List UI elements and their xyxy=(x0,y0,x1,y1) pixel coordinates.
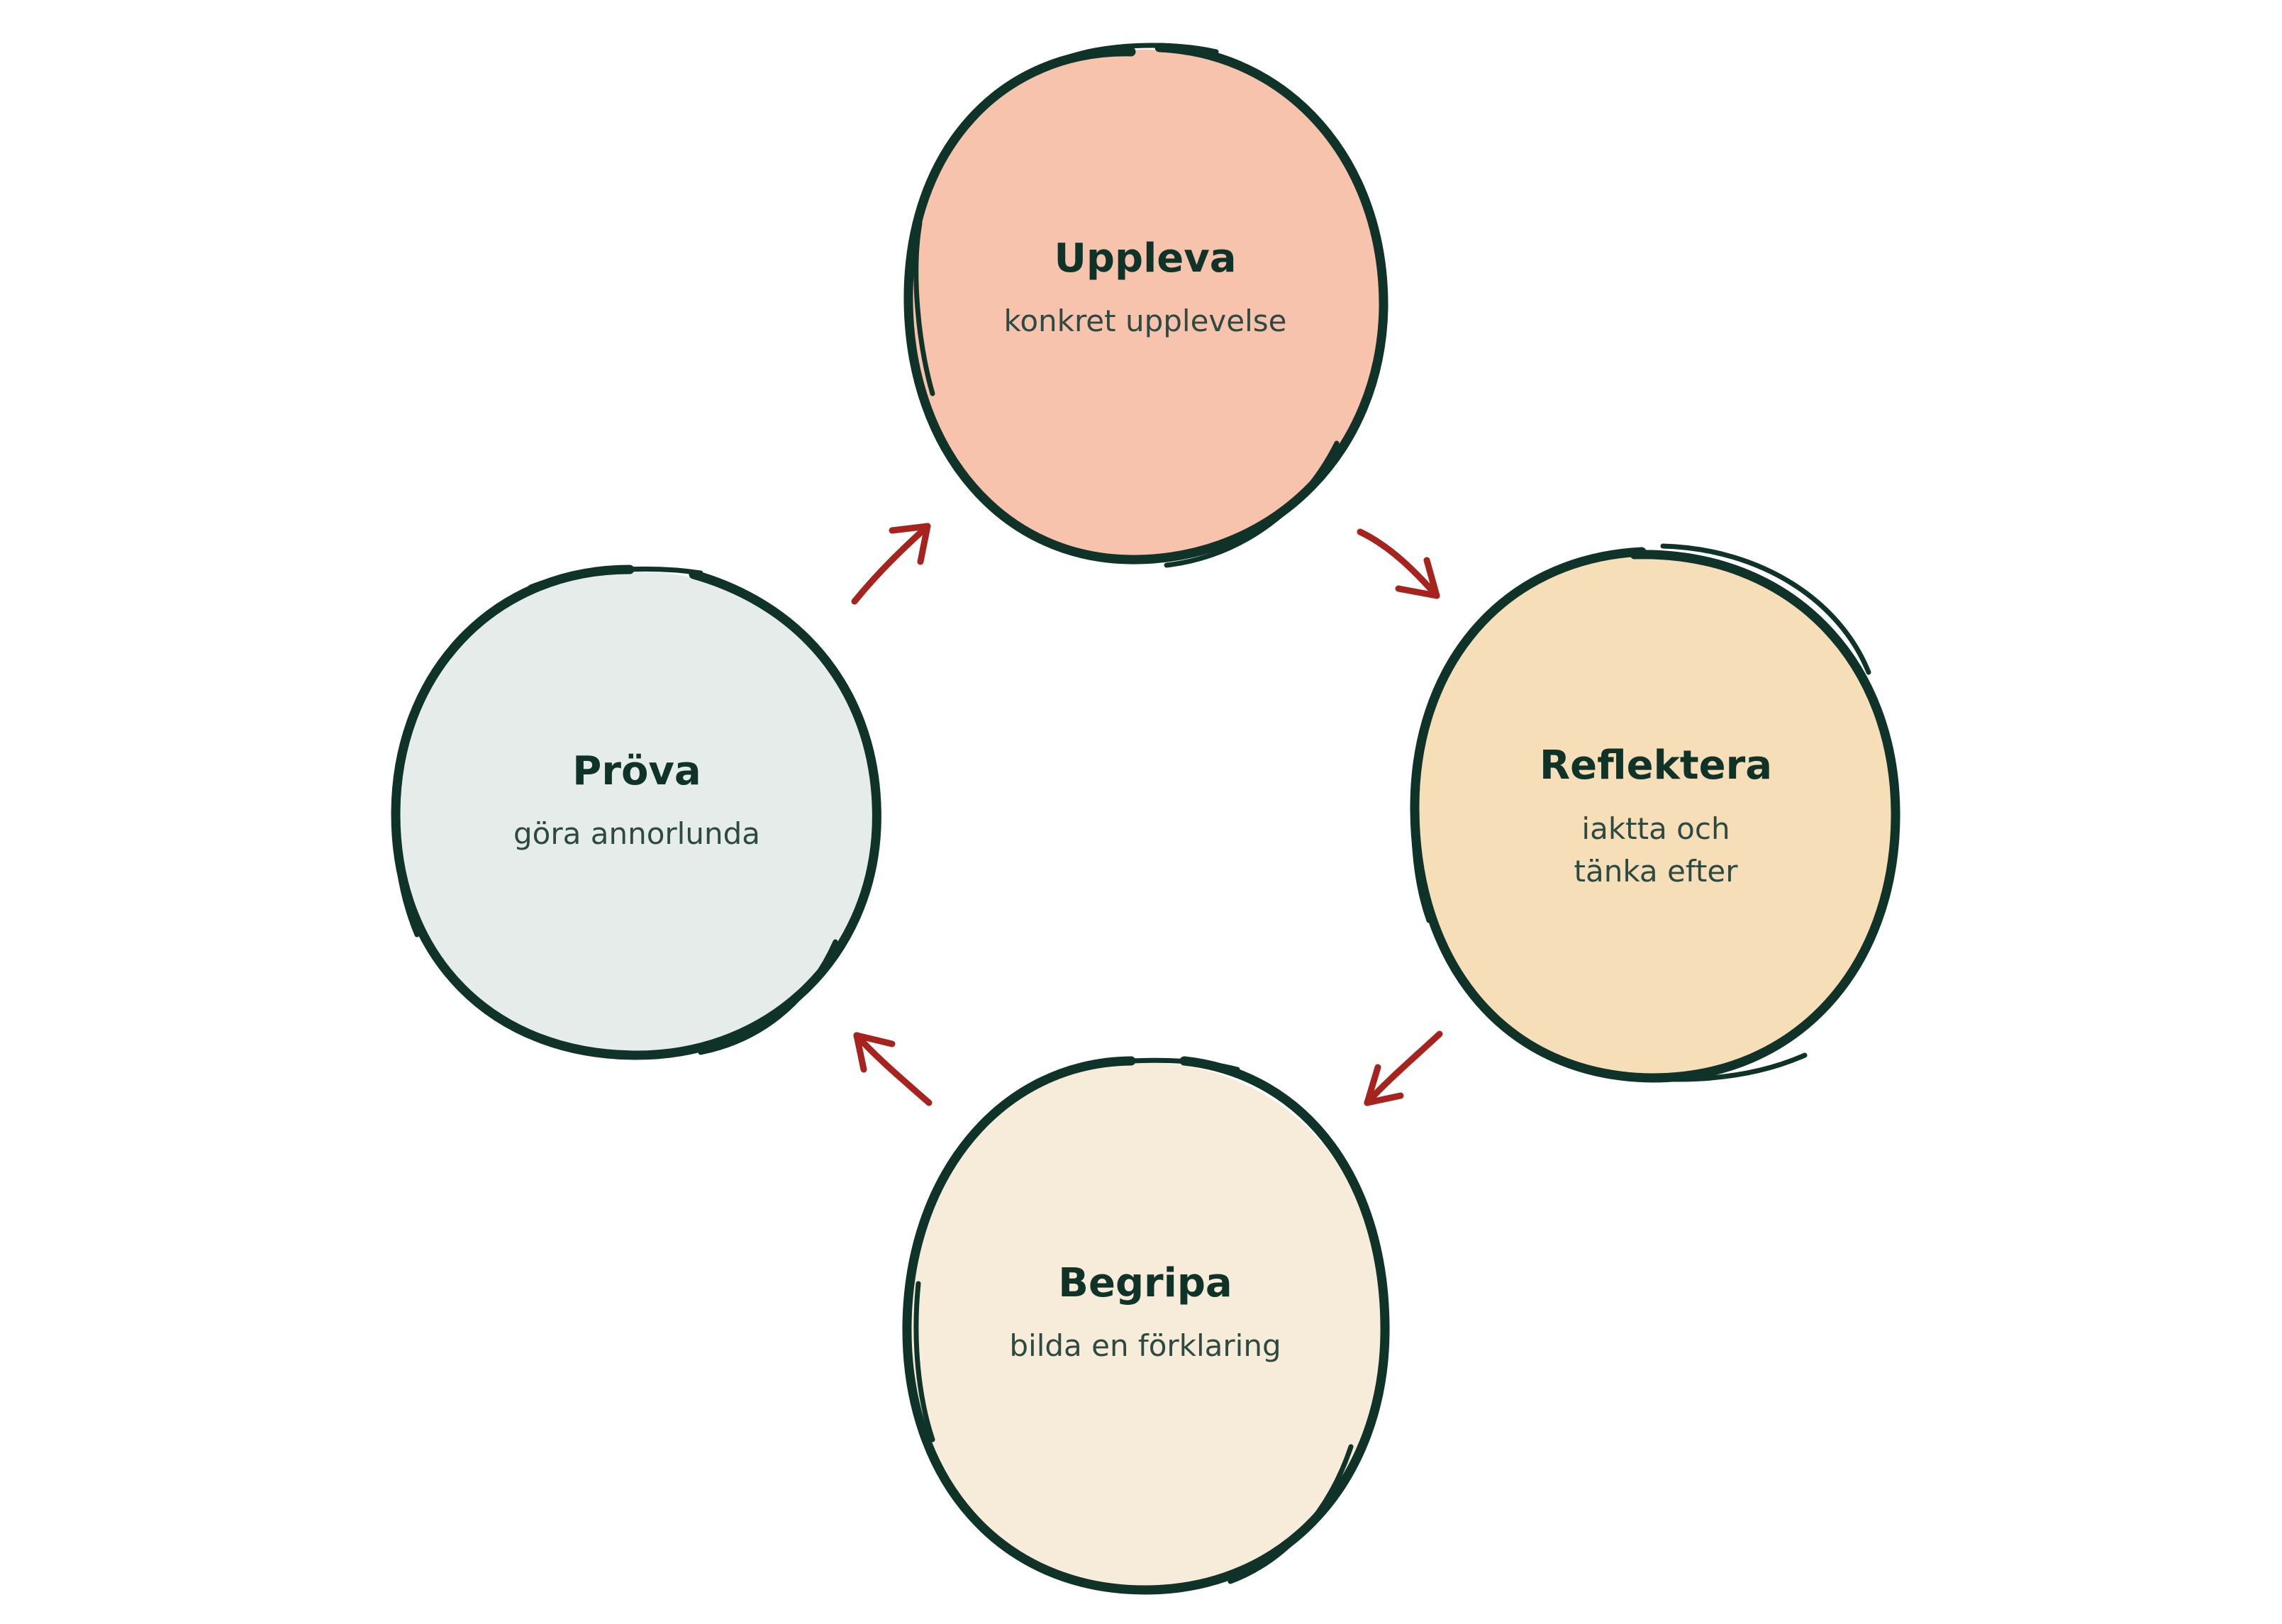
stage-reflektera: Reflektera iaktta och tänka efter xyxy=(1410,543,1900,1083)
arrow-reflektera-to-begripa xyxy=(1364,1030,1443,1106)
stage-reflektera-title: Reflektera xyxy=(1540,743,1772,789)
stage-prova-subtitle: göra annorlunda xyxy=(513,816,760,851)
arrow-begripa-to-prova xyxy=(853,1032,933,1106)
stage-prova: Pröva göra annorlunda xyxy=(391,564,881,1060)
stage-reflektera-subtitle-line-1: iaktta och xyxy=(1581,811,1730,846)
stage-uppleva-fill xyxy=(905,49,1384,563)
stage-prova-outline-overlap xyxy=(393,566,838,1055)
stage-reflektera-fill xyxy=(1413,552,1896,1079)
stage-begripa-outline-overlap xyxy=(913,1057,1354,1584)
arrow-uppleva-to-reflektera xyxy=(1357,528,1440,599)
stage-uppleva-outline xyxy=(903,43,1388,564)
stage-uppleva-subtitle: konkret upplevelse xyxy=(1004,304,1287,338)
stage-uppleva: Uppleva konkret upplevelse xyxy=(903,43,1388,568)
stage-prova-fill xyxy=(394,571,878,1055)
stage-begripa-outline xyxy=(902,1056,1390,1595)
stage-reflektera-subtitle-line-2: tänka efter xyxy=(1574,854,1739,889)
stage-begripa-fill xyxy=(906,1062,1385,1590)
stage-begripa-subtitle: bilda en förklaring xyxy=(1009,1328,1281,1363)
stage-prova-title: Pröva xyxy=(572,748,701,794)
arrow-prova-to-uppleva xyxy=(851,523,931,605)
stage-reflektera-outline-overlap xyxy=(1411,543,1871,1082)
stage-begripa-title: Begripa xyxy=(1058,1260,1232,1306)
stage-uppleva-outline-overlap xyxy=(913,43,1340,568)
stage-prova-outline xyxy=(391,564,881,1060)
stage-begripa: Begripa bilda en förklaring xyxy=(902,1056,1390,1595)
stage-uppleva-title: Uppleva xyxy=(1054,235,1236,282)
